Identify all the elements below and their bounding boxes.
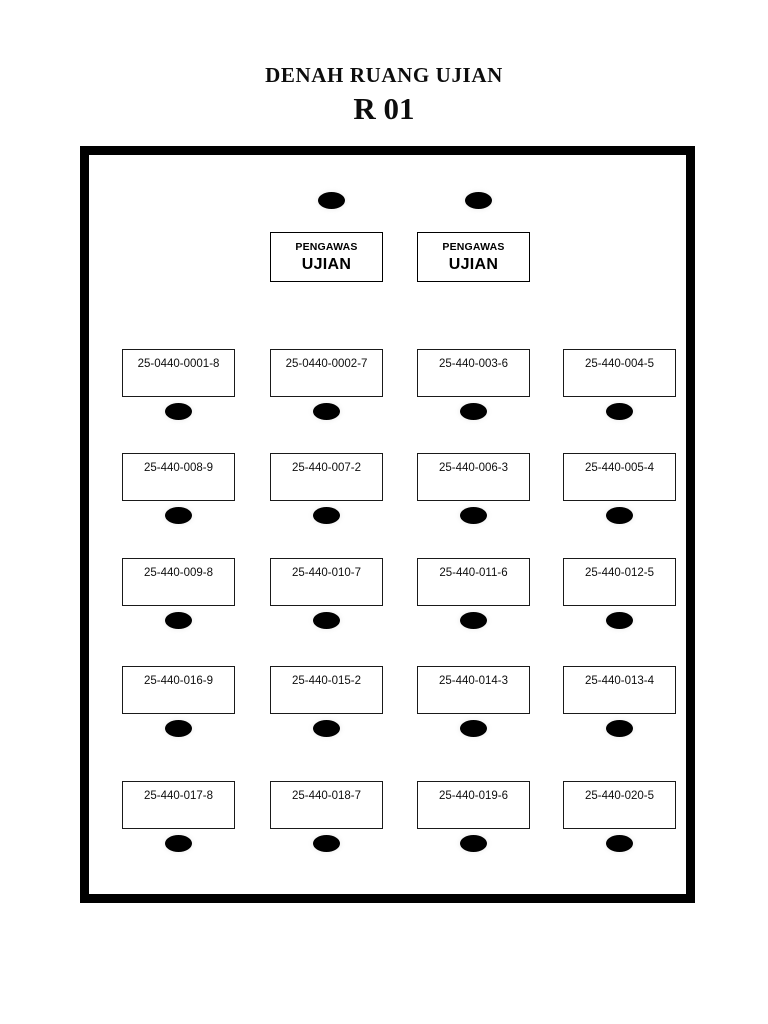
seat-code-label: 25-440-009-8: [143, 567, 214, 579]
seat-code-label: 25-440-012-5: [584, 567, 655, 579]
seat-desk[interactable]: 25-440-003-6: [417, 349, 530, 397]
room-layout-area: PENGAWAS UJIAN PENGAWAS UJIAN 25-0440-0001-8…: [89, 155, 686, 894]
seat-desk[interactable]: 25-440-018-7: [270, 781, 383, 829]
seat-code-label: 25-0440-0001-8: [137, 358, 220, 370]
seat-chair: [606, 720, 633, 737]
seat-chair: [460, 835, 487, 852]
seat-chair: [313, 507, 340, 524]
seat-code-label: 25-440-020-5: [584, 790, 655, 802]
seat-desk[interactable]: 25-440-016-9: [122, 666, 235, 714]
seat-code-label: 25-0440-0002-7: [285, 358, 368, 370]
seat-chair: [165, 403, 192, 420]
seat-chair: [460, 403, 487, 420]
seat-chair: [165, 720, 192, 737]
seat-code-label: 25-440-017-8: [143, 790, 214, 802]
seat-chair: [165, 835, 192, 852]
seat-desk[interactable]: 25-440-014-3: [417, 666, 530, 714]
seat-chair: [313, 612, 340, 629]
seat-chair: [313, 403, 340, 420]
chart-title-block: DENAH RUANG UJIAN R 01: [0, 62, 768, 128]
seat-code-label: 25-440-003-6: [438, 358, 509, 370]
supervisor-chair-2: [465, 192, 492, 209]
seat-chair: [606, 403, 633, 420]
seat-desk[interactable]: 25-440-009-8: [122, 558, 235, 606]
supervisor-desk-label-bottom: UJIAN: [448, 256, 499, 273]
seat-chair: [606, 507, 633, 524]
supervisor-desk-label-top: PENGAWAS: [442, 241, 505, 253]
seat-code-label: 25-440-007-2: [291, 462, 362, 474]
page-title: DENAH RUANG UJIAN: [265, 63, 503, 87]
seat-code-label: 25-440-011-6: [439, 567, 508, 579]
seat-desk[interactable]: 25-0440-0001-8: [122, 349, 235, 397]
supervisor-chair-1: [318, 192, 345, 209]
supervisor-desk-label-bottom: UJIAN: [301, 256, 352, 273]
room-code-title: R 01: [353, 91, 415, 126]
seat-desk[interactable]: 25-440-010-7: [270, 558, 383, 606]
seat-chair: [460, 507, 487, 524]
supervisor-desk-1[interactable]: PENGAWAS UJIAN: [270, 232, 383, 282]
seat-desk[interactable]: 25-440-012-5: [563, 558, 676, 606]
seat-desk[interactable]: 25-0440-0002-7: [270, 349, 383, 397]
seat-code-label: 25-440-015-2: [291, 675, 362, 687]
seat-code-label: 25-440-010-7: [291, 567, 362, 579]
seat-desk[interactable]: 25-440-007-2: [270, 453, 383, 501]
seat-code-label: 25-440-014-3: [438, 675, 509, 687]
seat-desk[interactable]: 25-440-008-9: [122, 453, 235, 501]
room-frame: PENGAWAS UJIAN PENGAWAS UJIAN 25-0440-0001-8…: [80, 146, 695, 903]
seat-code-label: 25-440-006-3: [438, 462, 509, 474]
seat-code-label: 25-440-005-4: [584, 462, 655, 474]
seat-chair: [313, 720, 340, 737]
seat-code-label: 25-440-004-5: [584, 358, 655, 370]
seat-code-label: 25-440-013-4: [584, 675, 655, 687]
seat-chair: [460, 720, 487, 737]
seat-desk[interactable]: 25-440-013-4: [563, 666, 676, 714]
seat-desk[interactable]: 25-440-006-3: [417, 453, 530, 501]
seat-code-label: 25-440-018-7: [291, 790, 362, 802]
seat-chair: [165, 612, 192, 629]
seat-chair: [165, 507, 192, 524]
supervisor-desk-2[interactable]: PENGAWAS UJIAN: [417, 232, 530, 282]
seat-chair: [313, 835, 340, 852]
seat-desk[interactable]: 25-440-005-4: [563, 453, 676, 501]
seat-desk[interactable]: 25-440-017-8: [122, 781, 235, 829]
seat-desk[interactable]: 25-440-020-5: [563, 781, 676, 829]
seat-desk[interactable]: 25-440-019-6: [417, 781, 530, 829]
seat-code-label: 25-440-019-6: [438, 790, 509, 802]
supervisor-desk-label-top: PENGAWAS: [295, 241, 358, 253]
seat-desk[interactable]: 25-440-011-6: [417, 558, 530, 606]
seat-chair: [460, 612, 487, 629]
seat-code-label: 25-440-008-9: [143, 462, 214, 474]
seat-code-label: 25-440-016-9: [143, 675, 214, 687]
seat-desk[interactable]: 25-440-015-2: [270, 666, 383, 714]
seat-chair: [606, 612, 633, 629]
seat-desk[interactable]: 25-440-004-5: [563, 349, 676, 397]
seat-chair: [606, 835, 633, 852]
